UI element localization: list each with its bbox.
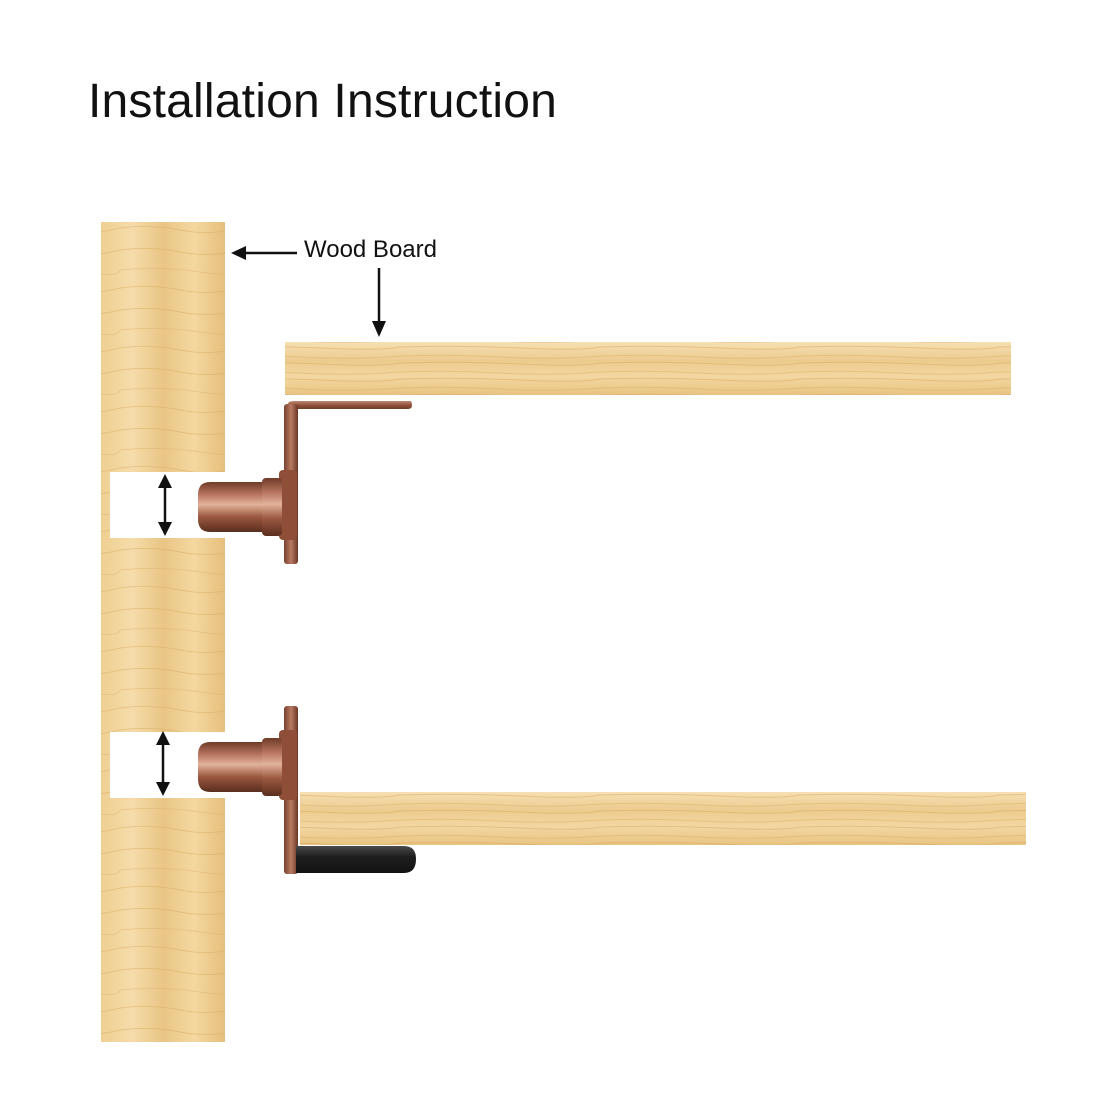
wood-board-label: Wood Board	[304, 236, 437, 263]
upper-shelf-support-pin	[198, 401, 412, 564]
upper-shelf-board	[285, 342, 1011, 395]
pointer-arrow-icon	[231, 246, 297, 260]
rubber-sleeve	[296, 846, 416, 873]
double-arrow-icon	[158, 474, 172, 536]
lower-shelf-support-pin	[198, 706, 416, 874]
double-arrow-icon	[156, 731, 170, 796]
lower-shelf-board	[300, 792, 1026, 845]
pointer-arrow-icon	[372, 268, 386, 337]
vertical-wood-board	[101, 222, 225, 1042]
page-title: Installation Instruction	[88, 75, 558, 128]
